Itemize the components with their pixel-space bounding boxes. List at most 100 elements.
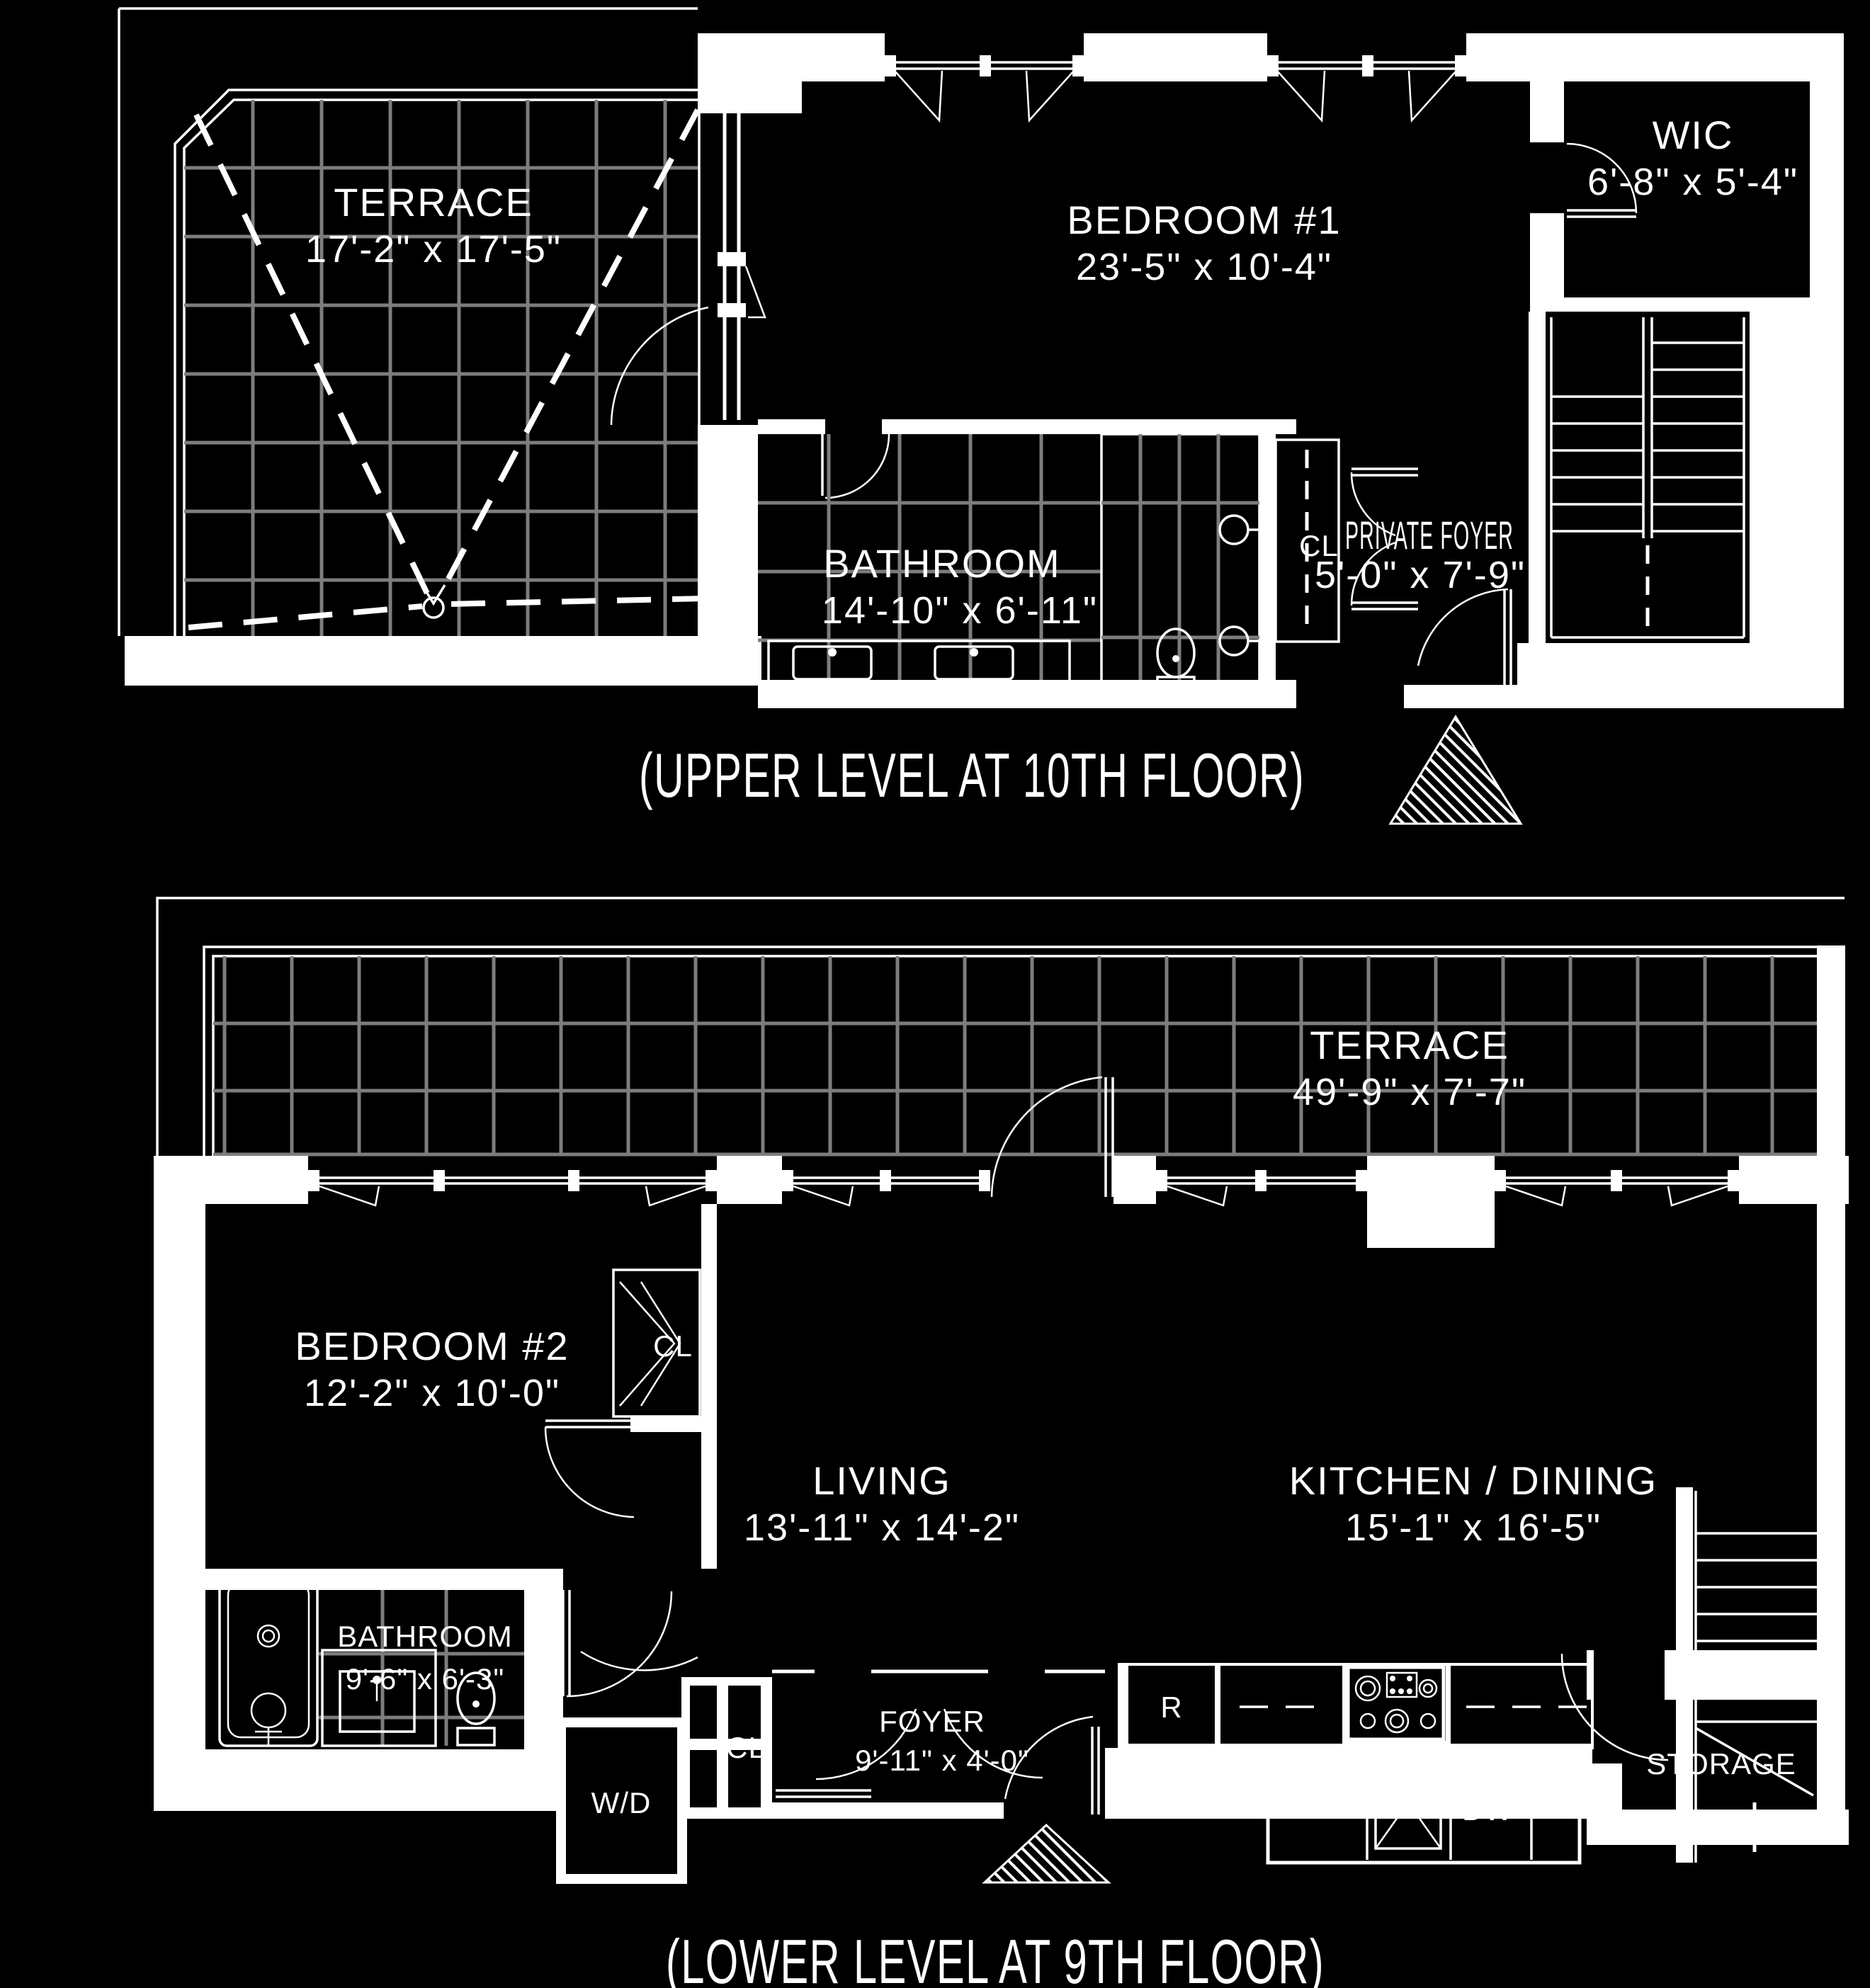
upper-terrace-window-wall — [722, 81, 741, 420]
bathroom-door-arc — [824, 433, 890, 499]
bedroom2-closet: CL — [612, 1204, 717, 1569]
lower-toilet — [456, 1671, 496, 1746]
storage-label: STORAGE — [1646, 1747, 1796, 1780]
living-dims: 13'-11" x 14'-2" — [744, 1506, 1020, 1549]
lower-left-wall — [154, 1200, 205, 1749]
upper-terrace-bottom-wall — [125, 636, 761, 686]
lower-terrace-door-arc — [990, 1076, 1103, 1198]
wall — [1564, 297, 1810, 312]
foyer-door-bottom-arc — [1350, 541, 1396, 606]
upper-terrace-tile-grid — [184, 100, 699, 636]
wic-dims: 6'-8" x 5'-4" — [1587, 161, 1798, 203]
lower-terrace-dims: 49'-9" x 7'-7" — [1293, 1071, 1526, 1113]
wall — [1529, 312, 1546, 643]
hall-door-arc — [566, 1591, 673, 1698]
upper-right-wall — [1810, 33, 1844, 708]
foyer-closet-label: CL — [726, 1731, 766, 1764]
washer-dryer: W/D — [556, 1717, 687, 1884]
wall — [630, 1416, 717, 1432]
bedroom1-label: BEDROOM #1 — [1067, 198, 1341, 242]
foyer-entry-arc — [1004, 1715, 1094, 1800]
private-foyer-label: PRIVATE FOYER — [1345, 513, 1514, 557]
kitchen-label: KITCHEN / DINING — [1289, 1458, 1658, 1503]
bedroom2-label: BEDROOM #2 — [295, 1324, 569, 1368]
lower-caption: (LOWER LEVEL AT 9TH FLOOR) — [666, 1926, 1325, 1988]
foyer-door-left-arc — [815, 1708, 917, 1780]
upper-bathroom-dims: 14'-10" x 6'-11" — [822, 589, 1098, 632]
hall-door-leaf — [562, 1590, 571, 1696]
bedroom2-door-arc — [544, 1426, 635, 1518]
cooktop — [1346, 1665, 1446, 1742]
foyer-entry-leaf — [1091, 1727, 1100, 1814]
wall — [1530, 213, 1564, 312]
lower-bottom-wall-kitchen — [1105, 1748, 1592, 1819]
upper-entry-triangle — [1388, 715, 1523, 825]
lower-bathroom-label: BATHROOM — [337, 1620, 513, 1653]
wic-label: WIC — [1653, 113, 1734, 157]
kitchen-counter: R — [1118, 1663, 1594, 1749]
storage-room: STORAGE — [1560, 1650, 1849, 1845]
foyer-door-right-arc — [943, 1708, 1043, 1779]
private-foyer-dims: 5'-0" x 7'-9" — [1315, 554, 1526, 596]
foyer-dims: 9'-11" x 4'-0" — [855, 1744, 1029, 1777]
wall — [717, 1156, 782, 1204]
upper-private-foyer: CL PRIVATE FOYER 5'-0" x 7'-9" — [1274, 438, 1526, 685]
wic-door-arc — [1566, 142, 1638, 214]
entry-door-arc — [1417, 588, 1509, 666]
casement-mark — [744, 266, 766, 319]
storage-door-arc — [1560, 1653, 1669, 1761]
lower-terrace-door-leaf — [1104, 1077, 1114, 1197]
bathtub — [218, 1572, 319, 1747]
upper-bottom-wall-right — [1517, 643, 1844, 708]
upper-terrace-dims: 17'-2" x 17'-5" — [305, 228, 562, 271]
upper-window-2 — [1267, 33, 1466, 123]
window-frame-mark — [718, 303, 746, 317]
wall — [154, 1156, 308, 1204]
upper-terrace-railing-inner — [183, 98, 706, 636]
upper-terrace-door-arc — [610, 306, 709, 426]
bedroom1-dims: 23'-5" x 10'-4" — [1076, 246, 1332, 288]
refrigerator-label: R — [1160, 1691, 1182, 1724]
upper-bottom-wall-foyer — [1404, 685, 1517, 708]
foyer-door-top-leaf — [1352, 467, 1418, 477]
upper-plan: WIC 6'-8" x 5'-4" CL PRIVATE FOYER 5'-0"… — [118, 7, 1844, 825]
foyer-closet: CL — [681, 1677, 772, 1819]
wall — [1114, 1156, 1156, 1204]
upper-closet-label: CL — [1299, 529, 1339, 562]
lower-plan: TERRACE 49'-9" x 7'-7" — [154, 897, 1849, 1988]
upper-window-1 — [885, 33, 1084, 123]
bedroom2-closet-label: CL — [653, 1329, 693, 1363]
upper-outer-boundary — [118, 7, 698, 636]
lower-bathroom-dims: 9'-6" x 6'-3" — [346, 1662, 505, 1696]
upper-terrace-label: TERRACE — [334, 180, 533, 225]
upper-terrace-slope-lines — [188, 108, 707, 630]
foyer-door-bottom-leaf — [1352, 601, 1418, 610]
window-frame-mark — [718, 252, 746, 266]
kitchen-dims: 15'-1" x 16'-5" — [1345, 1506, 1602, 1549]
lower-entry-triangle — [982, 1823, 1111, 1884]
lower-terrace-label: TERRACE — [1310, 1023, 1509, 1067]
vanity — [767, 640, 1071, 685]
foyer: FOYER 9'-11" x 4'-0" — [770, 1669, 1105, 1819]
entry-door-leaf — [1503, 589, 1512, 685]
upper-caption: (UPPER LEVEL AT 10TH FLOOR) — [639, 740, 1305, 810]
wall — [1530, 81, 1564, 142]
bedroom2-door-leaf — [545, 1419, 634, 1428]
living-label: LIVING — [812, 1458, 951, 1503]
upper-stairs — [1550, 317, 1745, 639]
upper-terrace-railing-outer — [174, 89, 706, 636]
upper-bathroom-label: BATHROOM — [823, 541, 1060, 586]
lower-right-wall — [1817, 945, 1845, 1845]
terrace-drain — [422, 596, 445, 619]
lower-terrace-tile-grid — [213, 956, 1827, 1157]
wall — [1750, 312, 1810, 643]
wall — [1367, 1156, 1495, 1248]
upper-bathroom: BATHROOM 14'-10" x 6'-11" — [758, 419, 1296, 708]
wd-label: W/D — [591, 1786, 652, 1819]
lower-vanity — [321, 1649, 437, 1747]
wall-step — [698, 81, 802, 113]
lower-bottom-wall-left — [154, 1749, 561, 1811]
bathroom2-door-arc — [580, 1650, 698, 1671]
